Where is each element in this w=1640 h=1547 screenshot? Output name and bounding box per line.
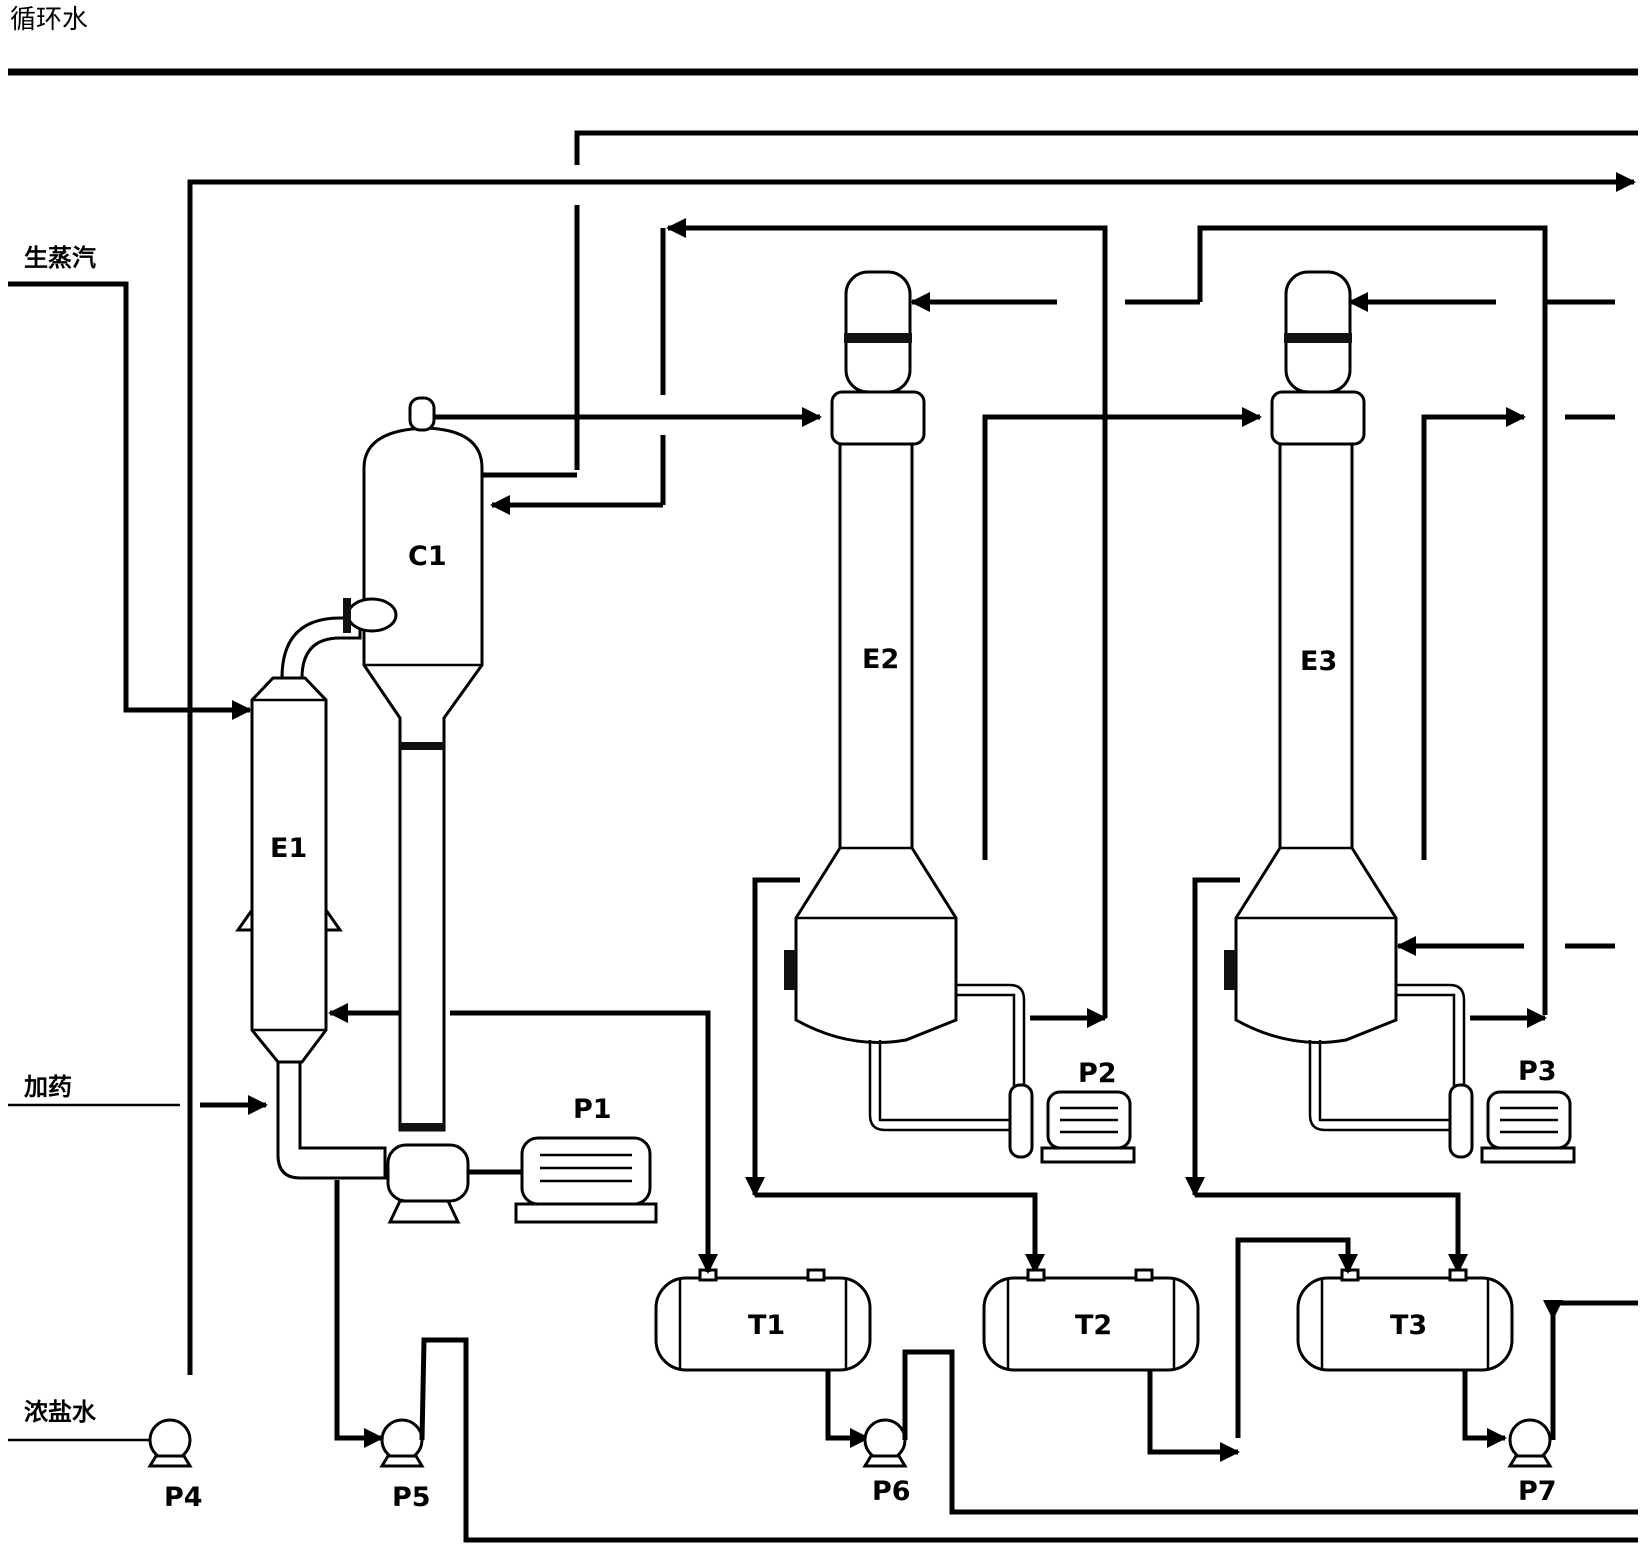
p2-label: P2 — [1078, 1058, 1117, 1089]
brine-main-header — [187, 172, 1636, 1375]
p5-label: P5 — [392, 1482, 431, 1513]
e3-label: E3 — [1300, 646, 1337, 677]
p1-label: P1 — [573, 1094, 612, 1125]
t1-label: T1 — [748, 1310, 785, 1341]
pump-p1 — [386, 1136, 658, 1224]
brine-label: 浓盐水 — [24, 1398, 97, 1426]
evaporator-e1 — [235, 616, 387, 1180]
pump-p2 — [1008, 1083, 1136, 1164]
t2-label: T2 — [1075, 1310, 1112, 1341]
tank-t3 — [1296, 1268, 1514, 1372]
dosing-label: 加药 — [24, 1073, 72, 1101]
pump-p3 — [1448, 1083, 1576, 1164]
pump-p4 — [147, 1418, 193, 1468]
pump-p7 — [1507, 1418, 1553, 1468]
separator-c1 — [343, 396, 484, 1132]
t3-label: T3 — [1390, 1310, 1427, 1341]
tank-t2 — [982, 1268, 1200, 1372]
p3-label: P3 — [1518, 1056, 1557, 1087]
evaporator-e3 — [1224, 270, 1398, 1044]
tank-t1 — [654, 1268, 872, 1372]
pump-p6 — [862, 1418, 908, 1468]
e2-label: E2 — [862, 644, 899, 675]
pump-p5 — [379, 1418, 425, 1468]
e1-label: E1 — [270, 833, 307, 864]
steam-line — [8, 281, 252, 720]
evaporator-e2 — [784, 270, 958, 1044]
p7-label: P7 — [1518, 1476, 1557, 1507]
steam-label: 生蒸汽 — [24, 244, 96, 272]
vapor-return-header — [574, 130, 1638, 165]
c1-label: C1 — [408, 541, 447, 572]
p4-label: P4 — [164, 1482, 203, 1513]
diagram-title: 循环水 — [10, 5, 88, 35]
p6-label: P6 — [872, 1476, 911, 1507]
